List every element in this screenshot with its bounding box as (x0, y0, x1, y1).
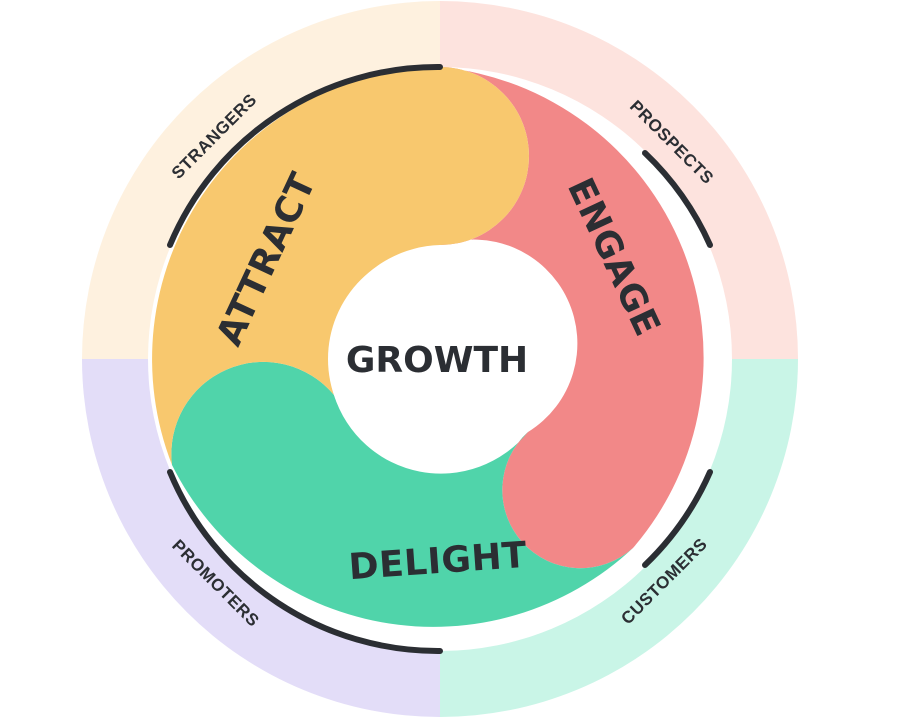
strangers-arc (167, 63, 443, 248)
engage-blade (440, 67, 704, 569)
growth-label: GROWTH (346, 340, 528, 381)
growth-hub (328, 247, 552, 471)
prospects-arc (642, 150, 713, 248)
attract-blade (152, 67, 529, 465)
delight-blade (171, 361, 633, 627)
promoters-arc (167, 469, 443, 655)
stage-wheel (148, 67, 732, 651)
customers-arc (642, 469, 713, 568)
arc-separators (167, 63, 713, 655)
